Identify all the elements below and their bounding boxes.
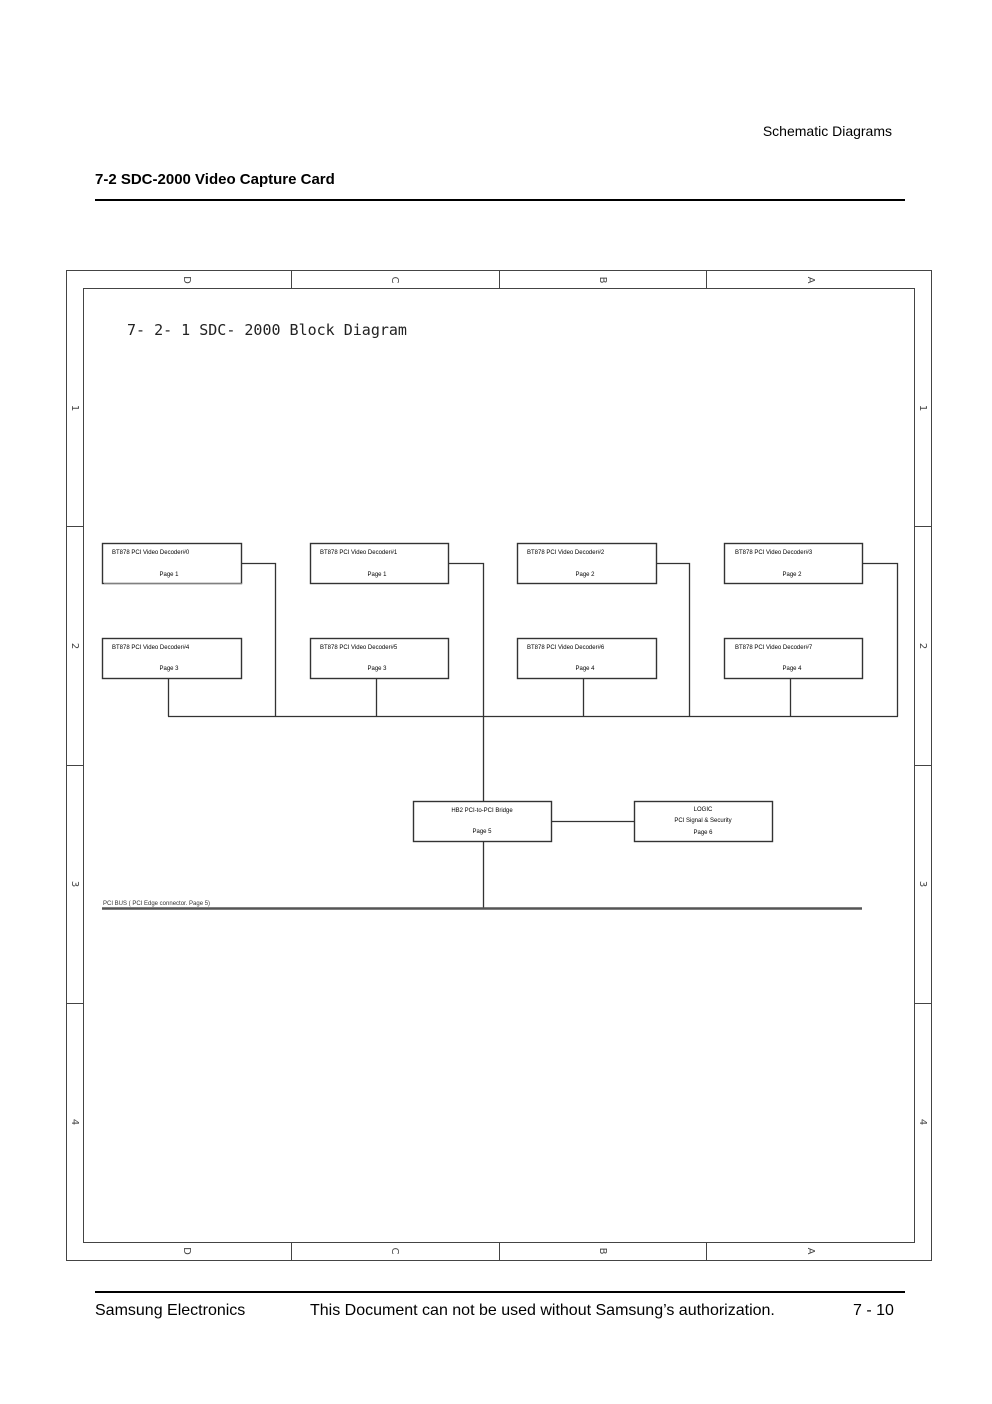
col-label-top-a: A (805, 277, 816, 284)
block-decoder-3: BT878 PCI Video Decoder#3 Page 2 (723, 542, 864, 585)
document-title: 7-2 SDC-2000 Video Capture Card (95, 171, 335, 188)
diagram-title: 7- 2- 1 SDC- 2000 Block Diagram (127, 321, 407, 339)
block-decoder-4-name: BT878 PCI Video Decoder#4 (112, 645, 190, 651)
col-label-bottom-c: C (389, 1248, 400, 1255)
block-pci-bridge-name: HB2 PCI-to-PCI Bridge (451, 808, 513, 814)
footer-notice: This Document can not be used without Sa… (310, 1302, 775, 1319)
row-label-left-3: 3 (69, 881, 80, 887)
block-decoder-0-page: Page 1 (159, 572, 179, 578)
block-logic-desc: PCI Signal & Security (674, 818, 731, 824)
block-decoder-3-name: BT878 PCI Video Decoder#3 (735, 550, 813, 556)
footer-company: Samsung Electronics (95, 1302, 246, 1319)
row-label-right-1: 1 (917, 405, 928, 411)
row-label-left-2: 2 (69, 643, 80, 649)
block-decoder-4-page: Page 3 (159, 666, 179, 672)
block-decoder-5-name: BT878 PCI Video Decoder#5 (320, 645, 398, 651)
block-pci-bridge: HB2 PCI-to-PCI Bridge Page 5 (412, 800, 553, 843)
header-rule (95, 199, 905, 201)
footer-page-number: 7 - 10 (853, 1302, 894, 1319)
col-label-bottom-a: A (805, 1248, 816, 1255)
block-logic: LOGIC PCI Signal & Security Page 6 (633, 800, 774, 843)
col-label-top-b: B (597, 277, 608, 284)
row-label-right-2: 2 (917, 643, 928, 649)
block-decoder-6-page: Page 4 (575, 666, 595, 672)
pci-bus-label: PCI BUS ( PCI Edge connector. Page 5) (103, 901, 210, 907)
block-decoder-6-name: BT878 PCI Video Decoder#6 (527, 645, 605, 651)
row-label-left-4: 4 (69, 1119, 80, 1125)
row-label-right-4: 4 (917, 1119, 928, 1125)
block-decoder-1-name: BT878 PCI Video Decoder#1 (320, 550, 398, 556)
row-label-left-1: 1 (69, 405, 80, 411)
col-label-top-d: D (181, 276, 192, 284)
col-label-bottom-d: D (181, 1247, 192, 1255)
inner-frame (83, 288, 915, 1243)
block-decoder-0: BT878 PCI Video Decoder#0 Page 1 (101, 542, 243, 585)
block-decoder-6: BT878 PCI Video Decoder#6 Page 4 (516, 637, 658, 680)
block-decoder-0-name: BT878 PCI Video Decoder#0 (112, 550, 190, 556)
block-logic-name: LOGIC (694, 807, 713, 813)
block-decoder-2: BT878 PCI Video Decoder#2 Page 2 (516, 542, 658, 585)
block-logic-page: Page 6 (693, 830, 713, 836)
block-decoder-4: BT878 PCI Video Decoder#4 Page 3 (101, 637, 243, 680)
block-decoder-5: BT878 PCI Video Decoder#5 Page 3 (309, 637, 450, 680)
block-decoder-1: BT878 PCI Video Decoder#1 Page 1 (309, 542, 450, 585)
block-decoder-2-name: BT878 PCI Video Decoder#2 (527, 550, 605, 556)
block-pci-bridge-page: Page 5 (472, 829, 492, 835)
block-decoder-3-page: Page 2 (782, 572, 802, 578)
section-label: Schematic Diagrams (762, 123, 892, 139)
block-decoder-5-page: Page 3 (367, 666, 387, 672)
col-label-top-c: C (389, 277, 400, 284)
outer-frame (66, 270, 932, 1261)
connection-lines (167, 562, 899, 908)
footer-rule (95, 1291, 905, 1293)
block-decoder-7: BT878 PCI Video Decoder#7 Page 4 (723, 637, 864, 680)
block-decoder-7-name: BT878 PCI Video Decoder#7 (735, 645, 813, 651)
row-label-right-3: 3 (917, 881, 928, 887)
column-dividers (66, 270, 931, 1260)
col-label-bottom-b: B (597, 1248, 608, 1255)
block-decoder-1-page: Page 1 (367, 572, 387, 578)
block-decoder-2-page: Page 2 (575, 572, 595, 578)
block-decoder-7-page: Page 4 (782, 666, 802, 672)
